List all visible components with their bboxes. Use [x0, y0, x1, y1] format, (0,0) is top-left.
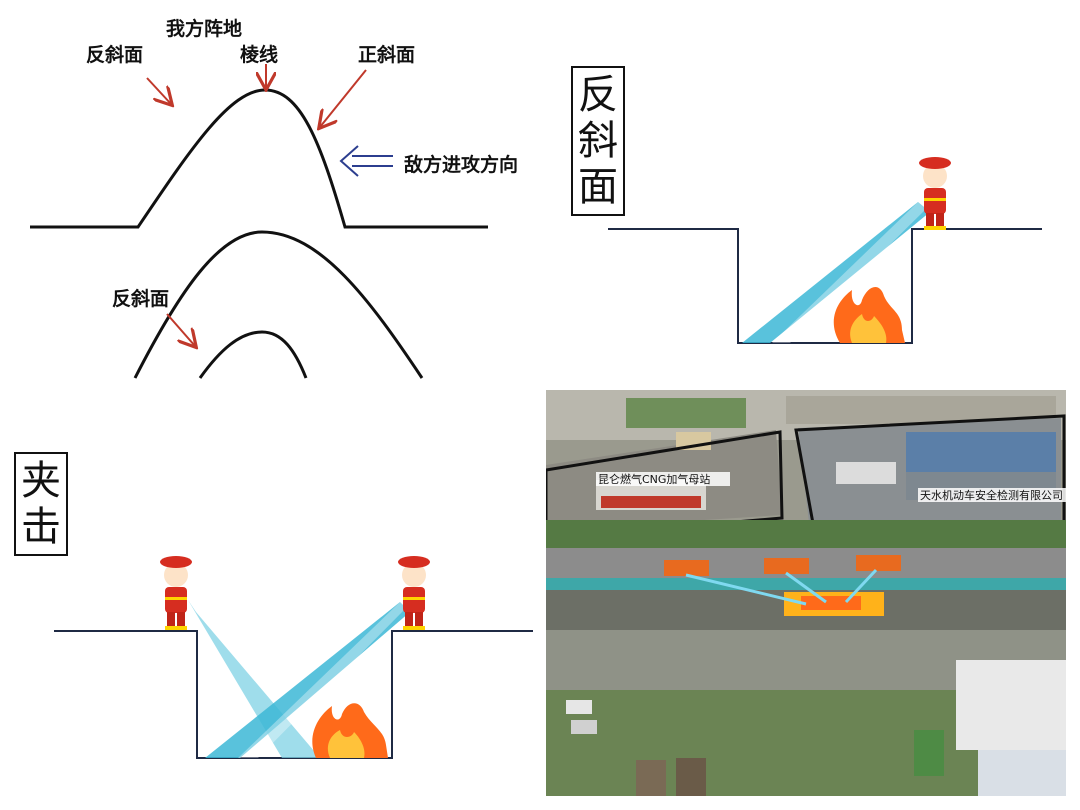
arrow-forward-slope: [320, 69, 367, 127]
firefighter-icon-2: [160, 556, 192, 630]
label-vehicle-inspection: 天水机动车安全检测有限公司: [920, 488, 1063, 502]
pincer-title: 夹 击: [14, 452, 68, 556]
reverse-slope-title-char-3: 面: [578, 164, 618, 210]
attack-direction-label: 敌方进攻方向: [404, 154, 519, 176]
water-jet-1: [742, 202, 930, 343]
aerial-photo: 昆仑燃气CNG加气母站 天水机动车安全检测有限公司: [546, 390, 1066, 796]
ridge-label: 棱线: [240, 44, 279, 66]
firefighter-icon-3: [398, 556, 430, 630]
arrow-reverse-slope: [146, 77, 171, 104]
arrow-reverse-slope-2: [166, 313, 195, 346]
pincer-title-char-1: 夹: [21, 458, 61, 504]
reverse-slope-title-char-1: 反: [578, 72, 618, 118]
reverse-slope-label: 反斜面: [86, 44, 144, 66]
forward-slope-label: 正斜面: [358, 44, 416, 66]
reverse-slope-title-char-2: 斜: [578, 118, 618, 164]
water-jet-2b: [205, 602, 410, 758]
fire-icon-1: [833, 286, 905, 343]
lower-hill-large: [133, 230, 424, 379]
position-label: 我方阵地: [166, 18, 243, 40]
label-gas-station: 昆仑燃气CNG加气母站: [598, 472, 710, 486]
firefighter-icon-1: [919, 157, 951, 230]
lower-hill-small: [198, 330, 308, 379]
attack-direction-arrow: [339, 145, 393, 177]
reverse-slope-label-2: 反斜面: [112, 288, 170, 310]
fire-icon-2: [312, 703, 388, 758]
pincer-title-char-2: 击: [21, 504, 61, 550]
reverse-slope-title: 反 斜 面: [571, 66, 625, 216]
